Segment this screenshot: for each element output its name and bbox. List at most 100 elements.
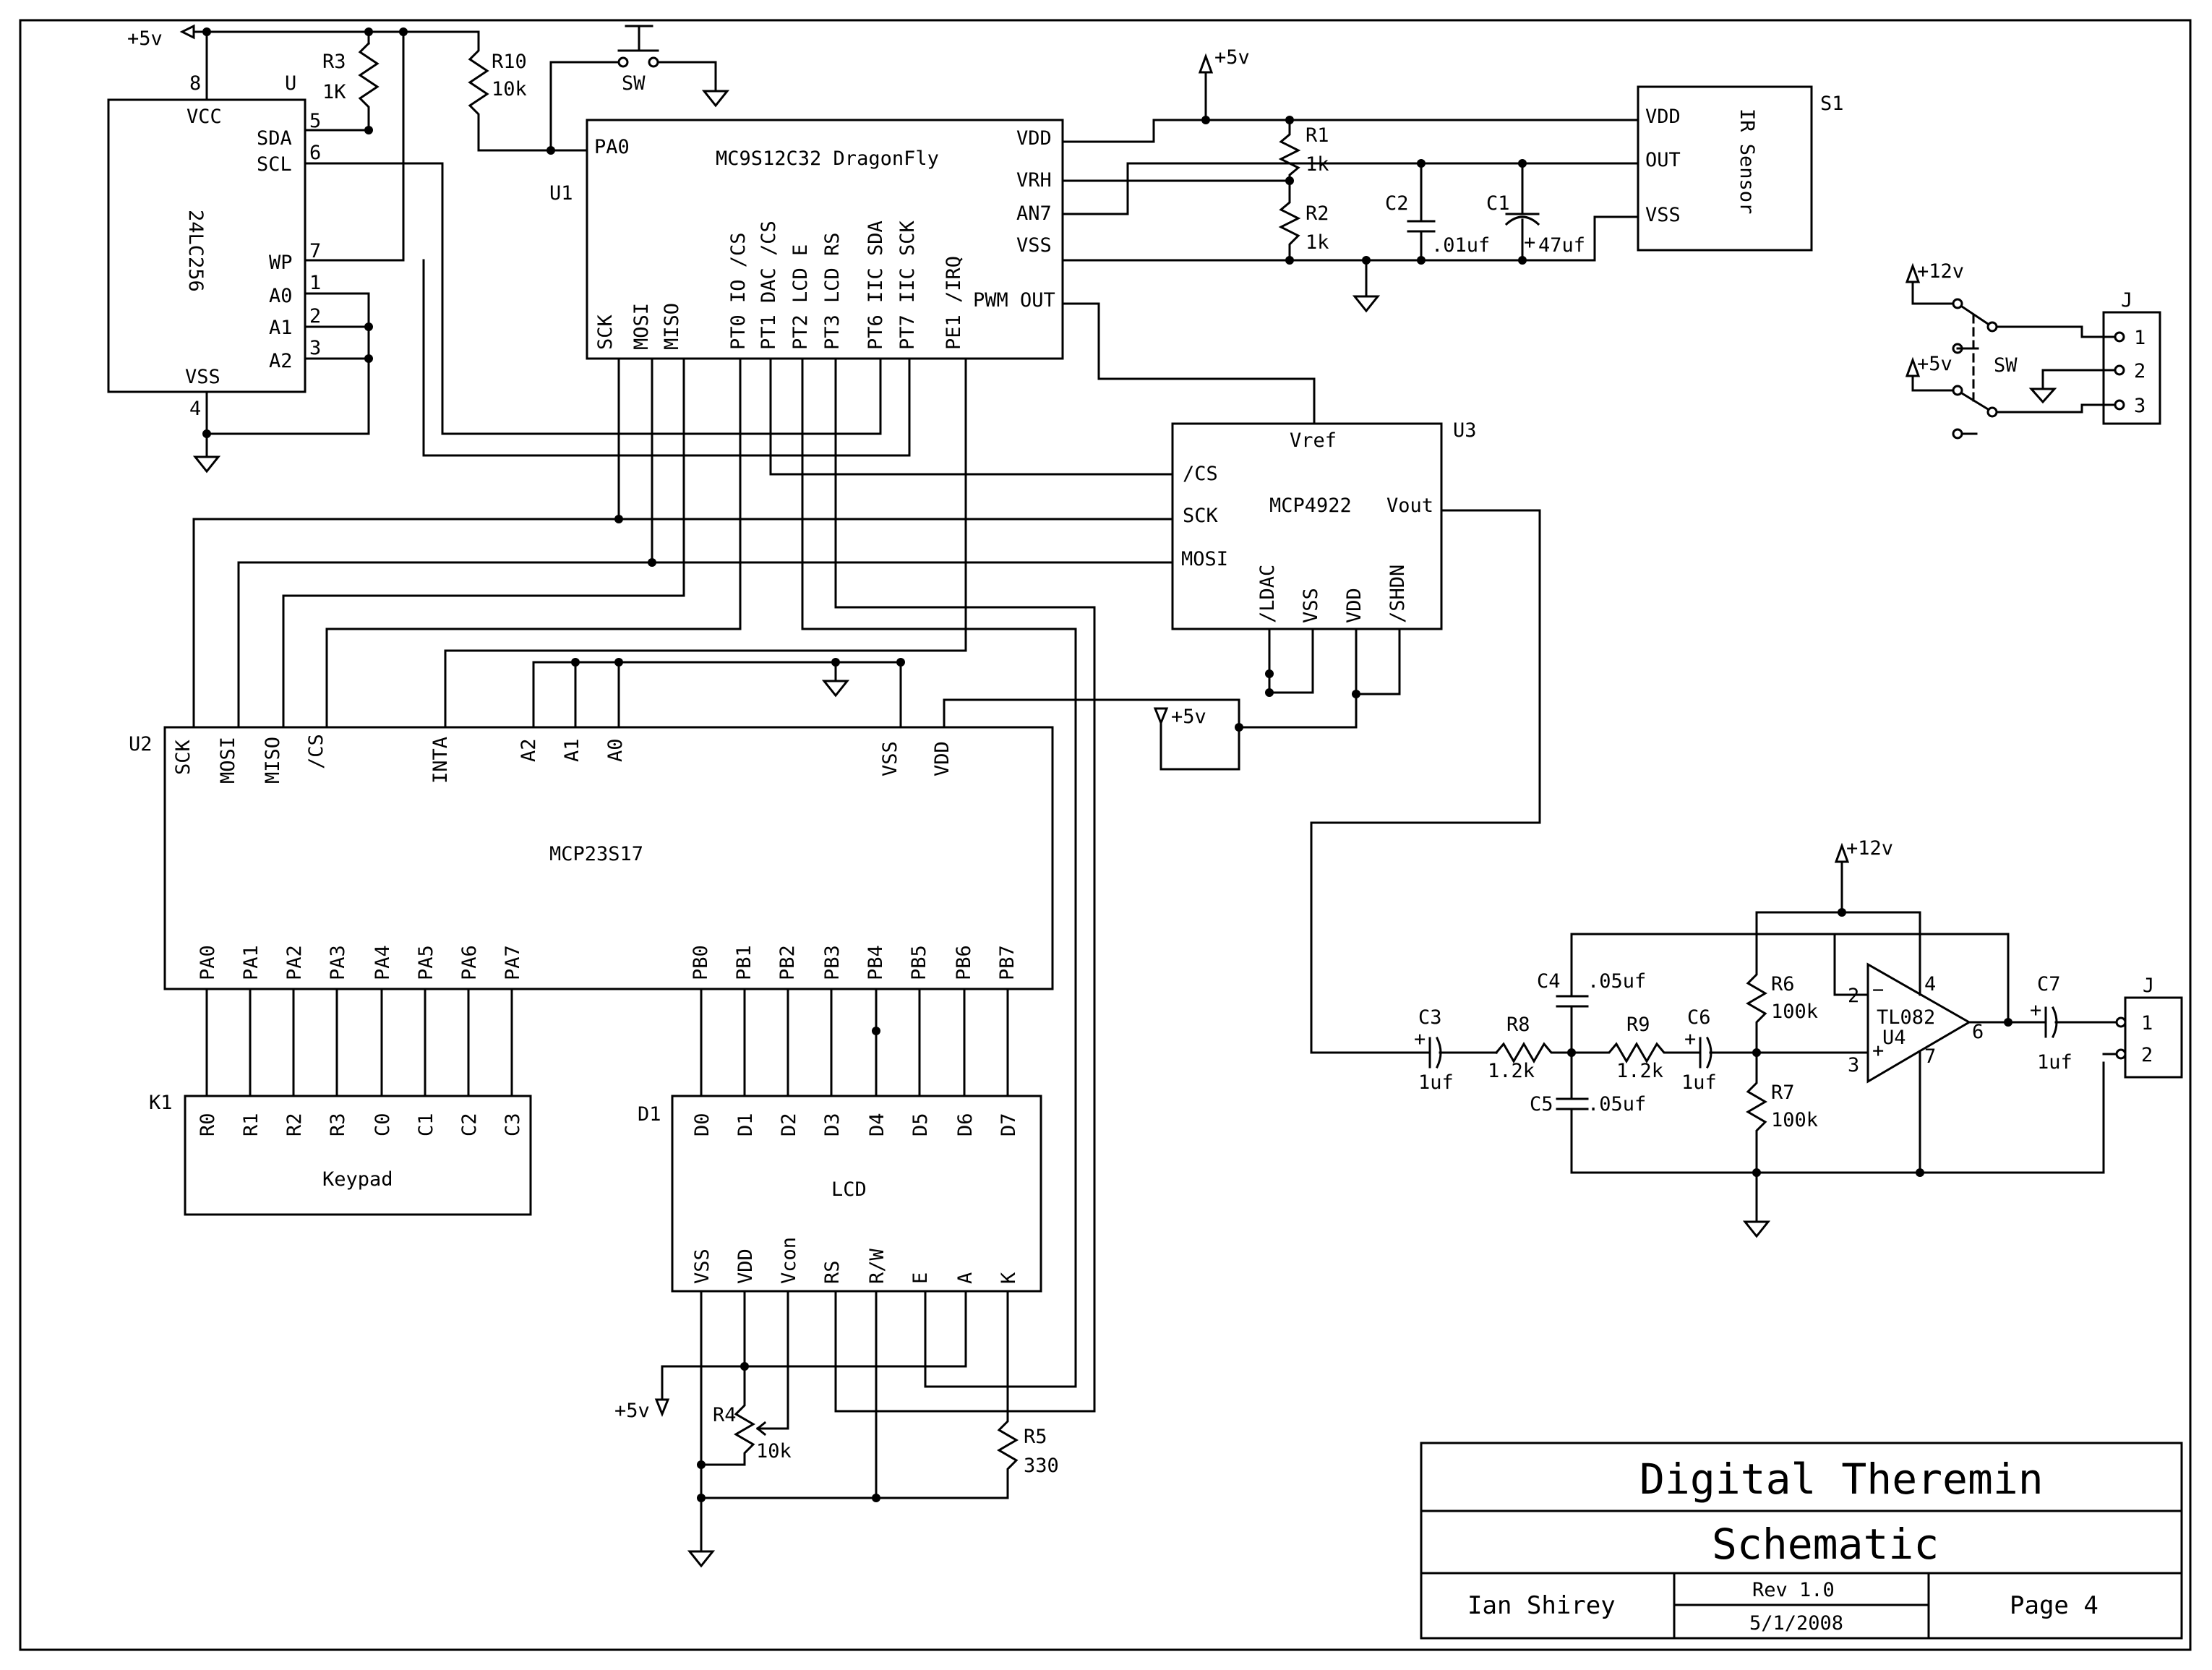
svg-text:R5: R5 (1024, 1426, 1047, 1448)
k1-keypad: K1 Keypad R0 R1 R2 R3 C0 C1 C2 C3 (149, 1092, 532, 1216)
svg-text:.05uf: .05uf (1587, 1093, 1646, 1116)
u1-bottom-nets (192, 162, 1174, 1413)
u-a0: A0 (269, 285, 293, 307)
svg-text:IR Sensor: IR Sensor (1736, 108, 1758, 214)
u-part: 24LC256 (184, 210, 207, 292)
svg-text:PB3: PB3 (821, 945, 844, 980)
svg-text:PT6 IIC SDA: PT6 IIC SDA (865, 220, 887, 350)
svg-text:.01uf: .01uf (1431, 234, 1490, 257)
p5v-topleft: +5v R3 1K (127, 24, 408, 262)
title-block: Digital Theremin Schematic Ian Shirey Re… (1420, 1442, 2183, 1640)
svg-text:Keypad: Keypad (322, 1168, 393, 1191)
svg-text:A: A (954, 1272, 977, 1284)
svg-text:MISO: MISO (661, 303, 683, 350)
svg-text:U4: U4 (1882, 1027, 1906, 1049)
svg-text:1: 1 (2141, 1012, 2153, 1035)
svg-text:LCD: LCD (831, 1178, 867, 1201)
svg-text:+12v: +12v (1846, 837, 1893, 860)
svg-text:1: 1 (2134, 327, 2145, 349)
svg-text:D6: D6 (954, 1113, 977, 1136)
svg-text:3: 3 (2134, 395, 2145, 417)
svg-text:VSS: VSS (691, 1249, 713, 1284)
u2-pb-labels: PB0 PB1 PB2 PB3 PB4 PB5 PB6 PB7 (690, 945, 1019, 980)
svg-text:MOSI: MOSI (1181, 548, 1228, 570)
svg-text:PA5: PA5 (415, 945, 437, 980)
power-switch: +12v +5v SW J 1 2 3 (1905, 260, 2161, 440)
svg-text:7: 7 (1924, 1045, 1936, 1068)
svg-text:D0: D0 (691, 1113, 713, 1136)
u2-bus-wires (205, 988, 1009, 1097)
u-sda: SDA (257, 127, 292, 150)
svg-text:MCP4922: MCP4922 (1269, 494, 1352, 517)
u-ref: U (285, 72, 296, 95)
svg-text:−: − (1872, 979, 1884, 1001)
svg-text:MISO: MISO (262, 737, 284, 784)
svg-text:U2: U2 (129, 733, 153, 755)
svg-text:A1: A1 (561, 738, 583, 762)
svg-text:R6: R6 (1771, 973, 1795, 995)
analog-filter: C3 + 1uf R8 1.2k C4 .05uf C5 .05uf R9 1.… (1414, 837, 2183, 1238)
svg-text:A2: A2 (518, 738, 540, 762)
svg-text:VDD: VDD (1645, 106, 1681, 128)
svg-text:/LDAC: /LDAC (1256, 565, 1279, 623)
page-text: Page 4 (2010, 1591, 2099, 1620)
svg-text:PT3 LCD RS: PT3 LCD RS (821, 232, 844, 350)
u-pin4: 4 (189, 398, 201, 420)
u1-mcu: U1 PA0 MC9S12C32 DragonFly VDD VRH AN7 V… (549, 119, 1064, 360)
svg-text:R/W: R/W (866, 1248, 888, 1284)
u-scl: SCL (257, 153, 292, 176)
svg-text:TL082: TL082 (1877, 1006, 1935, 1029)
svg-text:4: 4 (1924, 973, 1936, 995)
svg-text:R2: R2 (1306, 202, 1329, 225)
svg-text:C5: C5 (1530, 1093, 1553, 1116)
svg-text:PA6: PA6 (458, 945, 481, 980)
svg-text:C3: C3 (502, 1113, 524, 1136)
u3-bottom-nets: +5v (943, 509, 1541, 1054)
svg-text:C7: C7 (2037, 973, 2061, 995)
u-pin3: 3 (309, 337, 321, 359)
svg-text:10k: 10k (492, 78, 527, 100)
svg-text:K: K (998, 1272, 1020, 1284)
svg-text:330: 330 (1024, 1455, 1059, 1477)
svg-text:+5v: +5v (1171, 706, 1206, 728)
u-pin5: 5 (309, 110, 321, 132)
svg-text:PT0 IO /CS: PT0 IO /CS (727, 232, 750, 350)
u-pin1: 1 (309, 272, 321, 294)
svg-text:1.2k: 1.2k (1616, 1060, 1663, 1082)
svg-text:VDD: VDD (1016, 127, 1052, 150)
svg-text:+: + (1414, 1028, 1426, 1050)
subtitle-text: Schematic (1712, 1520, 1939, 1569)
svg-text:PB1: PB1 (733, 945, 755, 980)
u-vcc: VCC (187, 106, 222, 128)
svg-text:+: + (1684, 1028, 1696, 1050)
r3-ref: R3 (322, 51, 346, 73)
svg-text:C0: C0 (372, 1113, 394, 1136)
svg-text:VDD: VDD (931, 741, 953, 776)
title-text: Digital Theremin (1639, 1455, 2044, 1504)
svg-text:PA0: PA0 (594, 136, 630, 158)
d1-lcd: D1 LCD D0 D1 D2 D3 D4 D5 D6 D7 VSS VDD V… (638, 1095, 1042, 1293)
svg-text:VSS: VSS (1300, 588, 1322, 623)
svg-text:U3: U3 (1453, 419, 1477, 442)
svg-text:+5v: +5v (1214, 46, 1250, 69)
svg-text:PE1 /IRQ: PE1 /IRQ (943, 256, 965, 350)
svg-text:2: 2 (2141, 1044, 2153, 1066)
svg-text:U1: U1 (549, 182, 573, 205)
svg-text:SCK: SCK (172, 739, 194, 775)
svg-text:1uf: 1uf (1681, 1071, 1717, 1094)
svg-text:E: E (909, 1272, 932, 1284)
svg-text:1uf: 1uf (1418, 1071, 1454, 1094)
svg-text:S1: S1 (1820, 93, 1844, 115)
svg-text:D3: D3 (821, 1113, 844, 1136)
svg-text:R0: R0 (197, 1113, 219, 1136)
svg-text:100k: 100k (1771, 1001, 1818, 1023)
svg-text:C3: C3 (1418, 1006, 1442, 1029)
svg-text:10k: 10k (756, 1440, 792, 1463)
u-a2: A2 (269, 350, 293, 372)
svg-text:C1: C1 (415, 1113, 437, 1136)
svg-text:6: 6 (1972, 1021, 1984, 1043)
svg-text:D5: D5 (909, 1113, 932, 1136)
svg-text:R2: R2 (283, 1113, 306, 1136)
